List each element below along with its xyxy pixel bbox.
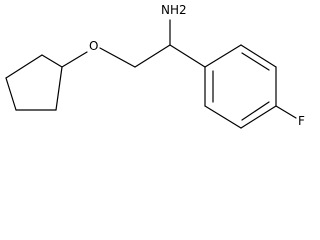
bond <box>240 44 277 68</box>
double-bond-inner <box>241 52 270 71</box>
bond-ring-fluorine <box>275 105 297 119</box>
molecule-structure: O NH2 F <box>5 3 305 129</box>
bond <box>240 105 277 129</box>
oxygen-label: O <box>89 39 98 53</box>
bond <box>204 105 242 129</box>
bond-ch-ring <box>169 44 206 68</box>
benzene-ring <box>204 44 277 129</box>
amine-label: NH2 <box>161 3 187 17</box>
cyclopentane-ring <box>5 54 63 111</box>
bond <box>5 77 17 111</box>
bond-ch2-ch <box>134 44 171 68</box>
double-bond-inner <box>241 101 270 121</box>
bond <box>5 54 43 79</box>
bond <box>41 54 63 68</box>
bond <box>204 44 242 68</box>
bond-ring-oxygen <box>61 51 88 68</box>
bond-oxygen-ch2 <box>99 47 136 68</box>
fluorine-label: F <box>298 114 305 128</box>
bond <box>55 66 63 111</box>
